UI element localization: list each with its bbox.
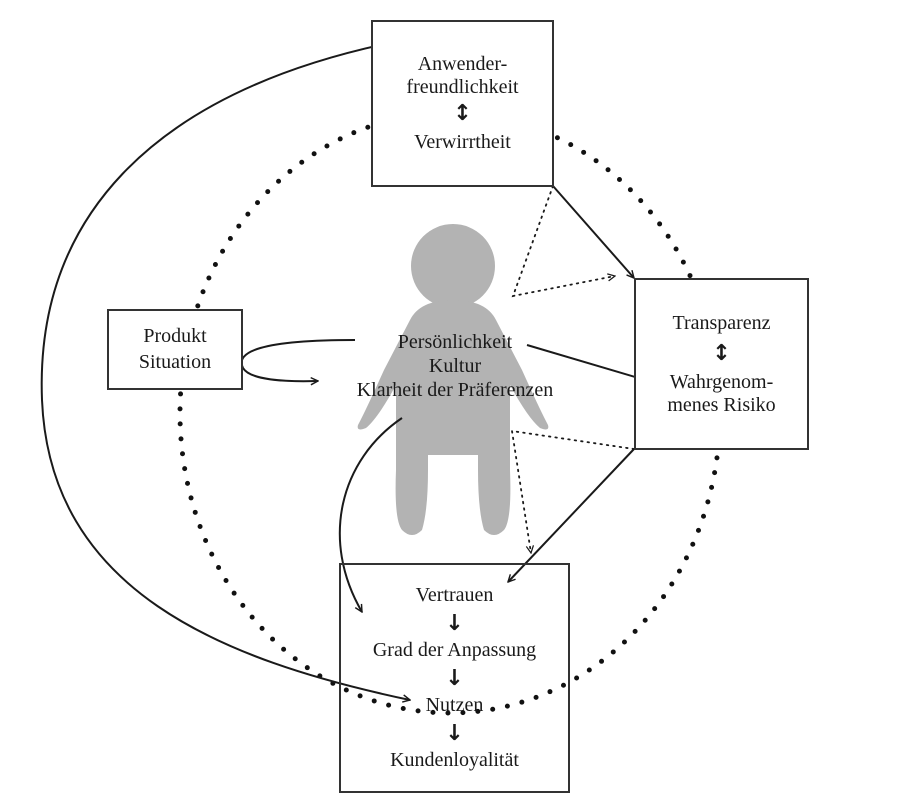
culture-label: Kultur xyxy=(428,355,482,377)
adaptation-label: Grad der Anpassung xyxy=(372,639,537,661)
arrow-risk-to-trust xyxy=(508,448,635,582)
box-transparency-risk: Transparenz ↕ Wahrgenom- menes Risiko xyxy=(634,278,809,450)
clarity-label: Klarheit der Präferenzen xyxy=(356,379,554,401)
person-silhouette-icon xyxy=(357,224,549,535)
personality-label: Persönlichkeit xyxy=(397,331,513,353)
arrow-personality-to-risk xyxy=(526,344,652,382)
trust-label: Vertrauen xyxy=(415,584,494,606)
bidirectional-arrow-icon: ↕ xyxy=(453,101,472,126)
confusion-label: Verwirrtheit xyxy=(414,131,511,153)
situation-label: Situation xyxy=(138,351,212,373)
down-arrow-icon: ↓ xyxy=(445,721,464,746)
dotted-arrow-to-transparency xyxy=(511,185,615,298)
down-arrow-icon: ↓ xyxy=(445,611,464,636)
benefit-label: Nutzen xyxy=(425,694,484,716)
arrow-usability-to-benefit xyxy=(40,43,410,700)
transparency-label: Transparenz xyxy=(672,311,771,334)
risk-line-1: Wahrgenom- xyxy=(669,370,774,393)
bidirectional-arrow-icon: ↕ xyxy=(712,340,731,366)
dotted-arrow-to-trust xyxy=(510,429,635,553)
usability-line-2: freundlichkeit xyxy=(406,76,519,98)
risk-line-2: menes Risiko xyxy=(667,393,776,416)
loyalty-label: Kundenloyalität xyxy=(390,749,519,771)
usability-line-1: Anwender- xyxy=(417,53,508,75)
arrow-clarity-to-adaptation xyxy=(338,417,403,612)
box-product-situation: Produkt Situation xyxy=(107,309,243,390)
down-arrow-icon: ↓ xyxy=(445,666,464,691)
person-factors: Persönlichkeit Kultur Klarheit der Präfe… xyxy=(300,330,610,402)
box-usability: Anwender- freundlichkeit ↕ Verwirrtheit xyxy=(371,20,554,187)
arrow-usability-to-transparency xyxy=(552,185,634,278)
box-outcomes: Vertrauen ↓ Grad der Anpassung ↓ Nutzen … xyxy=(339,563,570,793)
product-label: Produkt xyxy=(143,325,207,347)
